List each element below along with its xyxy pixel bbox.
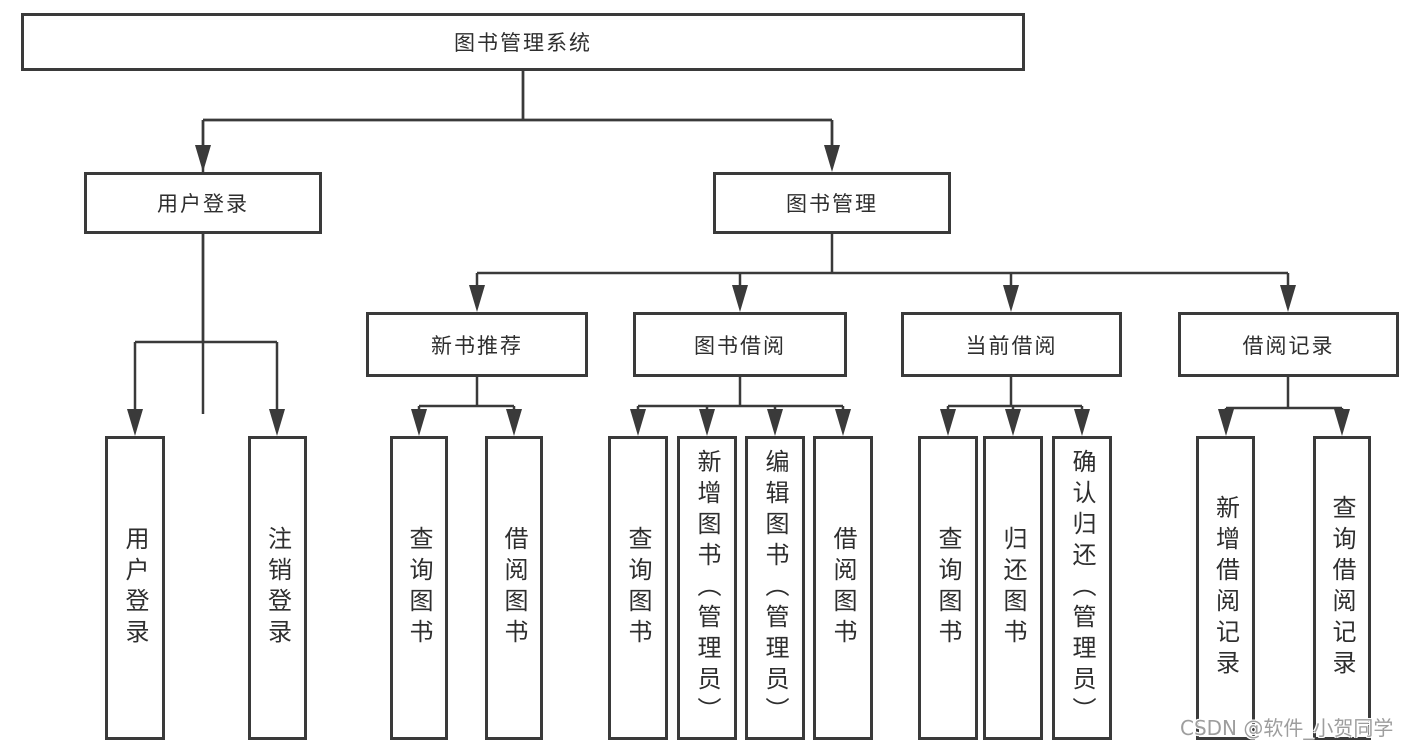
- node-current-borrow: 当前借阅: [901, 312, 1122, 377]
- csdn-watermark: CSDN @软件_小贺同学: [1180, 716, 1394, 740]
- leaf-borrow-books-label: 借阅图书: [829, 526, 857, 650]
- node-borrow-records: 借阅记录: [1178, 312, 1399, 377]
- leaf-borrow-books-recommend: 借阅图书: [485, 436, 543, 740]
- leaf-query-books-borrow: 查询图书: [608, 436, 668, 740]
- node-book-borrow-label: 图书借阅: [694, 333, 786, 358]
- leaf-user-login: 用户登录: [105, 436, 165, 740]
- leaf-add-book-admin-label: 新增图书（管理员）: [693, 448, 721, 728]
- leaf-confirm-return-admin: 确认归还（管理员）: [1052, 436, 1112, 740]
- leaf-logout-label: 注销登录: [263, 526, 292, 650]
- leaf-add-book-admin: 新增图书（管理员）: [677, 436, 737, 740]
- leaf-add-borrow-record: 新增借阅记录: [1196, 436, 1255, 740]
- leaf-borrow-books: 借阅图书: [813, 436, 873, 740]
- node-book-management-label: 图书管理: [786, 192, 878, 216]
- leaf-return-book: 归还图书: [983, 436, 1043, 740]
- node-new-book-recommend-label: 新书推荐: [431, 333, 523, 358]
- leaf-query-books-recommend: 查询图书: [390, 436, 448, 740]
- leaf-add-borrow-record-label: 新增借阅记录: [1211, 495, 1240, 681]
- leaf-return-book-label: 归还图书: [999, 526, 1027, 650]
- node-user-login: 用户登录: [84, 172, 322, 234]
- node-new-book-recommend: 新书推荐: [366, 312, 588, 377]
- leaf-borrow-books-recommend-label: 借阅图书: [500, 526, 528, 650]
- node-book-management: 图书管理: [713, 172, 951, 234]
- node-root-label: 图书管理系统: [454, 31, 592, 55]
- leaf-query-borrow-record-label: 查询借阅记录: [1328, 495, 1356, 681]
- node-current-borrow-label: 当前借阅: [965, 333, 1058, 358]
- leaf-user-login-label: 用户登录: [121, 526, 149, 650]
- node-borrow-records-label: 借阅记录: [1242, 333, 1335, 358]
- leaf-logout: 注销登录: [248, 436, 307, 740]
- leaf-query-books-current-label: 查询图书: [934, 526, 962, 650]
- leaf-confirm-return-admin-label: 确认归还（管理员）: [1068, 448, 1096, 728]
- node-book-borrow: 图书借阅: [633, 312, 847, 377]
- leaf-query-books-current: 查询图书: [918, 436, 978, 740]
- leaf-edit-book-admin: 编辑图书（管理员）: [745, 436, 805, 740]
- leaf-query-books-recommend-label: 查询图书: [405, 526, 433, 650]
- leaf-query-books-borrow-label: 查询图书: [624, 526, 652, 650]
- node-root: 图书管理系统: [21, 13, 1025, 71]
- leaf-edit-book-admin-label: 编辑图书（管理员）: [761, 448, 789, 728]
- node-user-login-label: 用户登录: [157, 192, 249, 216]
- leaf-query-borrow-record: 查询借阅记录: [1313, 436, 1371, 740]
